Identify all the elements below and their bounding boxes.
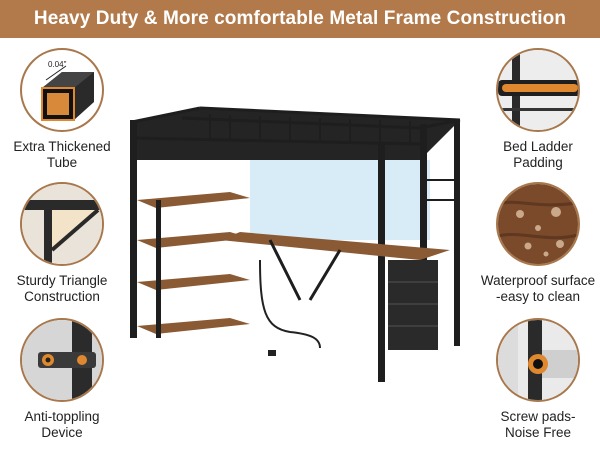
waterproof-caption: Waterproof surface -easy to clean	[480, 273, 596, 304]
loft-bed-illustration	[130, 106, 461, 382]
led-backlight	[250, 160, 430, 240]
triangle-bracket-icon	[22, 184, 102, 264]
ladder-detail-circle	[496, 48, 580, 132]
power-cord	[259, 259, 321, 349]
triangle-caption: Sturdy Triangle Construction	[16, 273, 108, 304]
triangle-detail-circle	[20, 182, 104, 266]
rail-bars	[209, 114, 411, 144]
banner-title: Heavy Duty & More comfortable Metal Fram…	[33, 8, 567, 29]
square-tube-icon	[41, 65, 94, 121]
screw-pad-icon	[498, 320, 578, 400]
desk-top	[220, 232, 450, 260]
frame-posts	[130, 120, 460, 382]
thickness-label: 0.04"	[48, 60, 67, 69]
ladder-caption: Bed Ladder Padding	[503, 139, 573, 170]
ladder-padding-icon	[498, 50, 578, 130]
anti-toppling-caption: Anti-toppling Device	[24, 409, 100, 440]
waterproof-detail-circle	[496, 182, 580, 266]
screw-caption: Screw pads- Noise Free	[500, 409, 576, 440]
water-droplets-icon	[498, 184, 578, 264]
tube-detail-circle: 0.04"	[20, 48, 104, 132]
fabric-drawers	[388, 260, 438, 350]
anti-toppling-detail-circle	[20, 318, 104, 402]
screw-detail-circle	[496, 318, 580, 402]
side-ladder	[427, 179, 454, 201]
side-shelves	[137, 192, 250, 338]
wall-anchor-icon	[22, 320, 102, 400]
tube-caption: Extra Thickened Tube	[13, 139, 111, 170]
header-banner: Heavy Duty & More comfortable Metal Fram…	[0, 0, 600, 38]
